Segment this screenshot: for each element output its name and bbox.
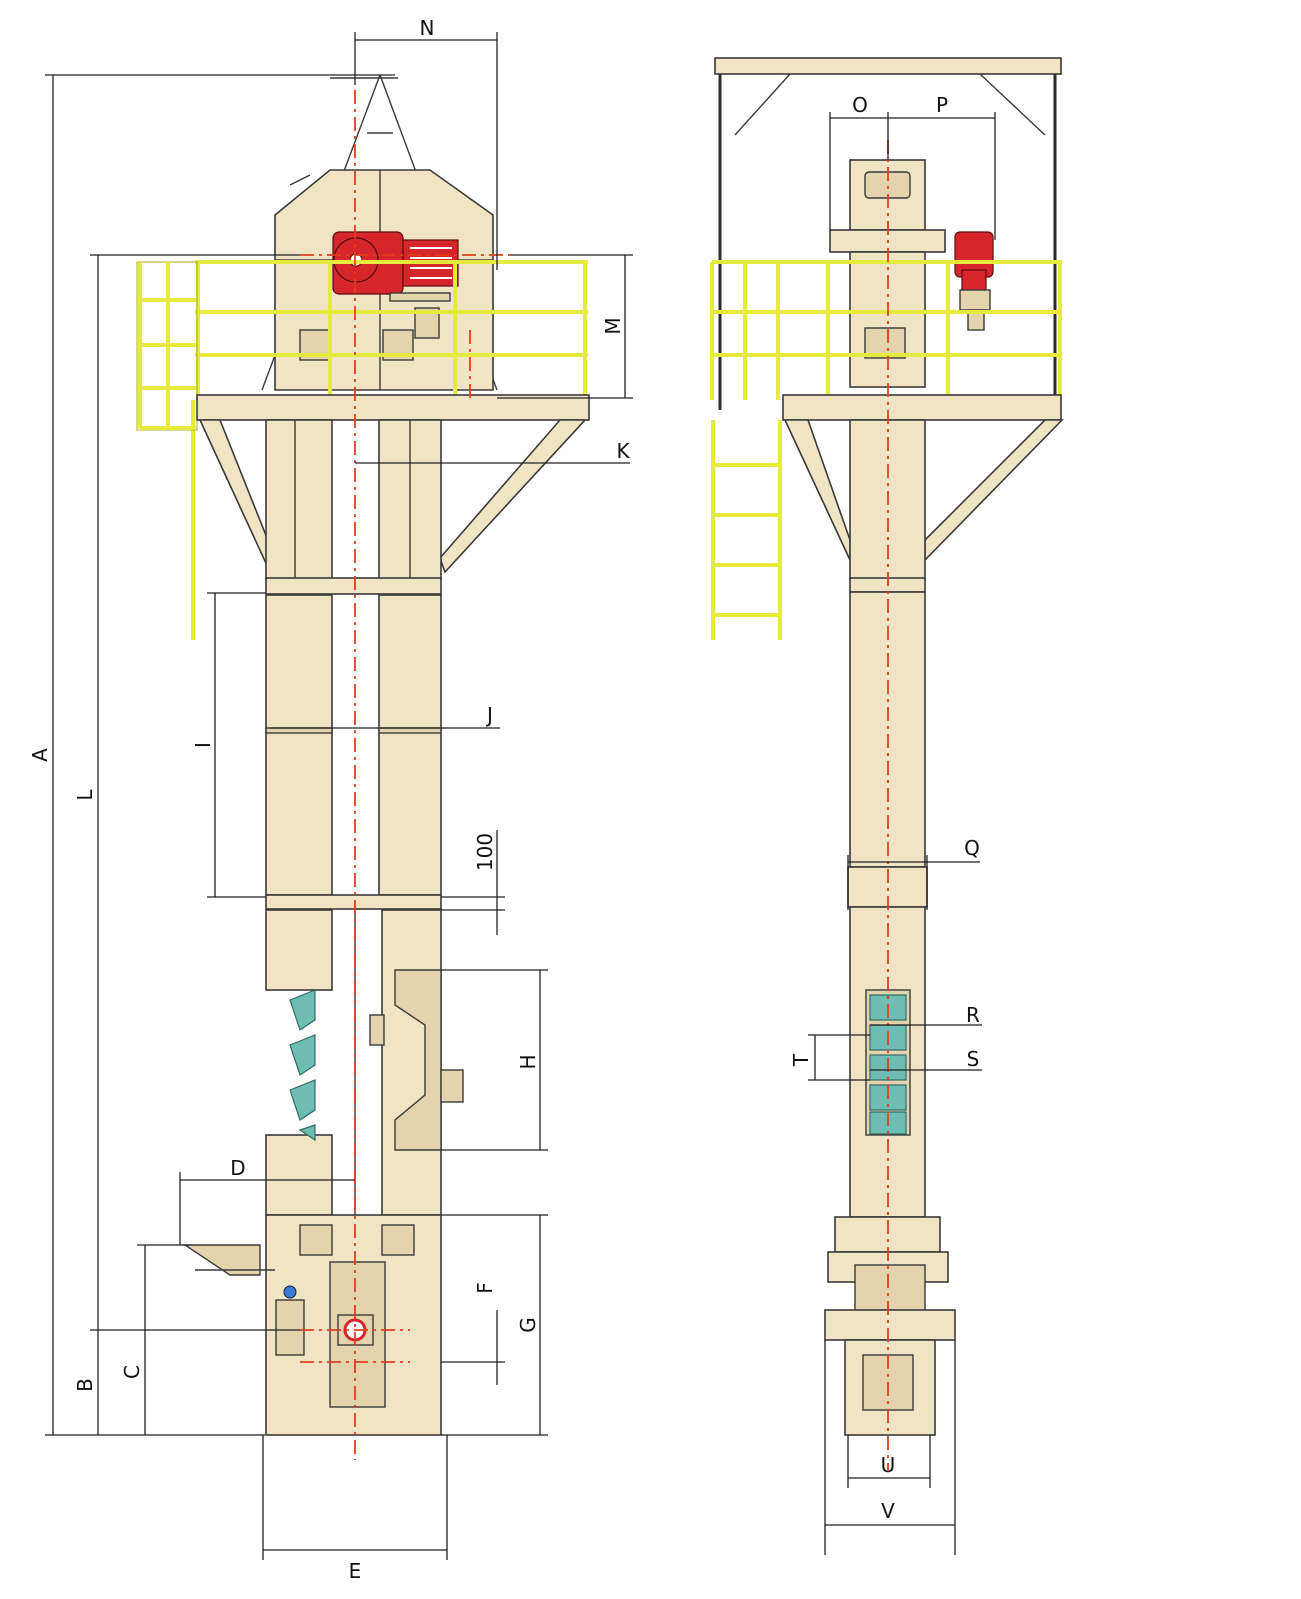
left-dimensions (45, 32, 633, 1560)
left-centerlines (300, 90, 510, 1460)
dim-label-p: P (936, 93, 948, 117)
right-dimension-labels: O P Q R S T U V (789, 93, 980, 1523)
dim-label-t: T (789, 1053, 813, 1067)
dim-label-q: Q (964, 836, 980, 860)
dim-label-d: D (230, 1156, 245, 1180)
left-view: A L B C D E F G H I J K M N 100 (28, 16, 633, 1583)
right-boot (824, 1216, 956, 1436)
dim-label-e: E (349, 1559, 362, 1583)
dim-label-c: C (120, 1365, 144, 1379)
elevator-casing (265, 419, 464, 1216)
dim-label-m: M (601, 317, 625, 334)
right-view: O P Q R S T U V (710, 57, 1064, 1555)
dim-label-u: U (881, 1453, 896, 1477)
dim-label-a: A (28, 748, 52, 762)
right-dimensions (808, 112, 996, 1555)
dim-label-v: V (881, 1499, 895, 1523)
dim-label-s: S (967, 1047, 980, 1071)
dim-label-g: G (516, 1317, 540, 1333)
buckets-left (289, 989, 316, 1142)
dim-label-h: H (516, 1054, 540, 1069)
dim-label-i: I (191, 742, 215, 748)
dim-label-j: J (485, 703, 493, 727)
dim-label-f: F (473, 1282, 497, 1294)
left-dimension-labels: A L B C D E F G H I J K M N 100 (28, 16, 630, 1583)
dim-label-r: R (966, 1003, 980, 1027)
dim-label-o: O (852, 93, 868, 117)
right-railing (710, 260, 1062, 640)
top-platform-railing (136, 260, 590, 640)
right-head (829, 159, 994, 388)
dim-label-b: B (73, 1378, 97, 1392)
dim-label-n: N (420, 16, 435, 40)
boot-section (182, 1214, 442, 1436)
dim-label-100: 100 (473, 833, 497, 871)
dim-label-k: K (616, 439, 630, 463)
dim-label-l: L (73, 789, 97, 801)
